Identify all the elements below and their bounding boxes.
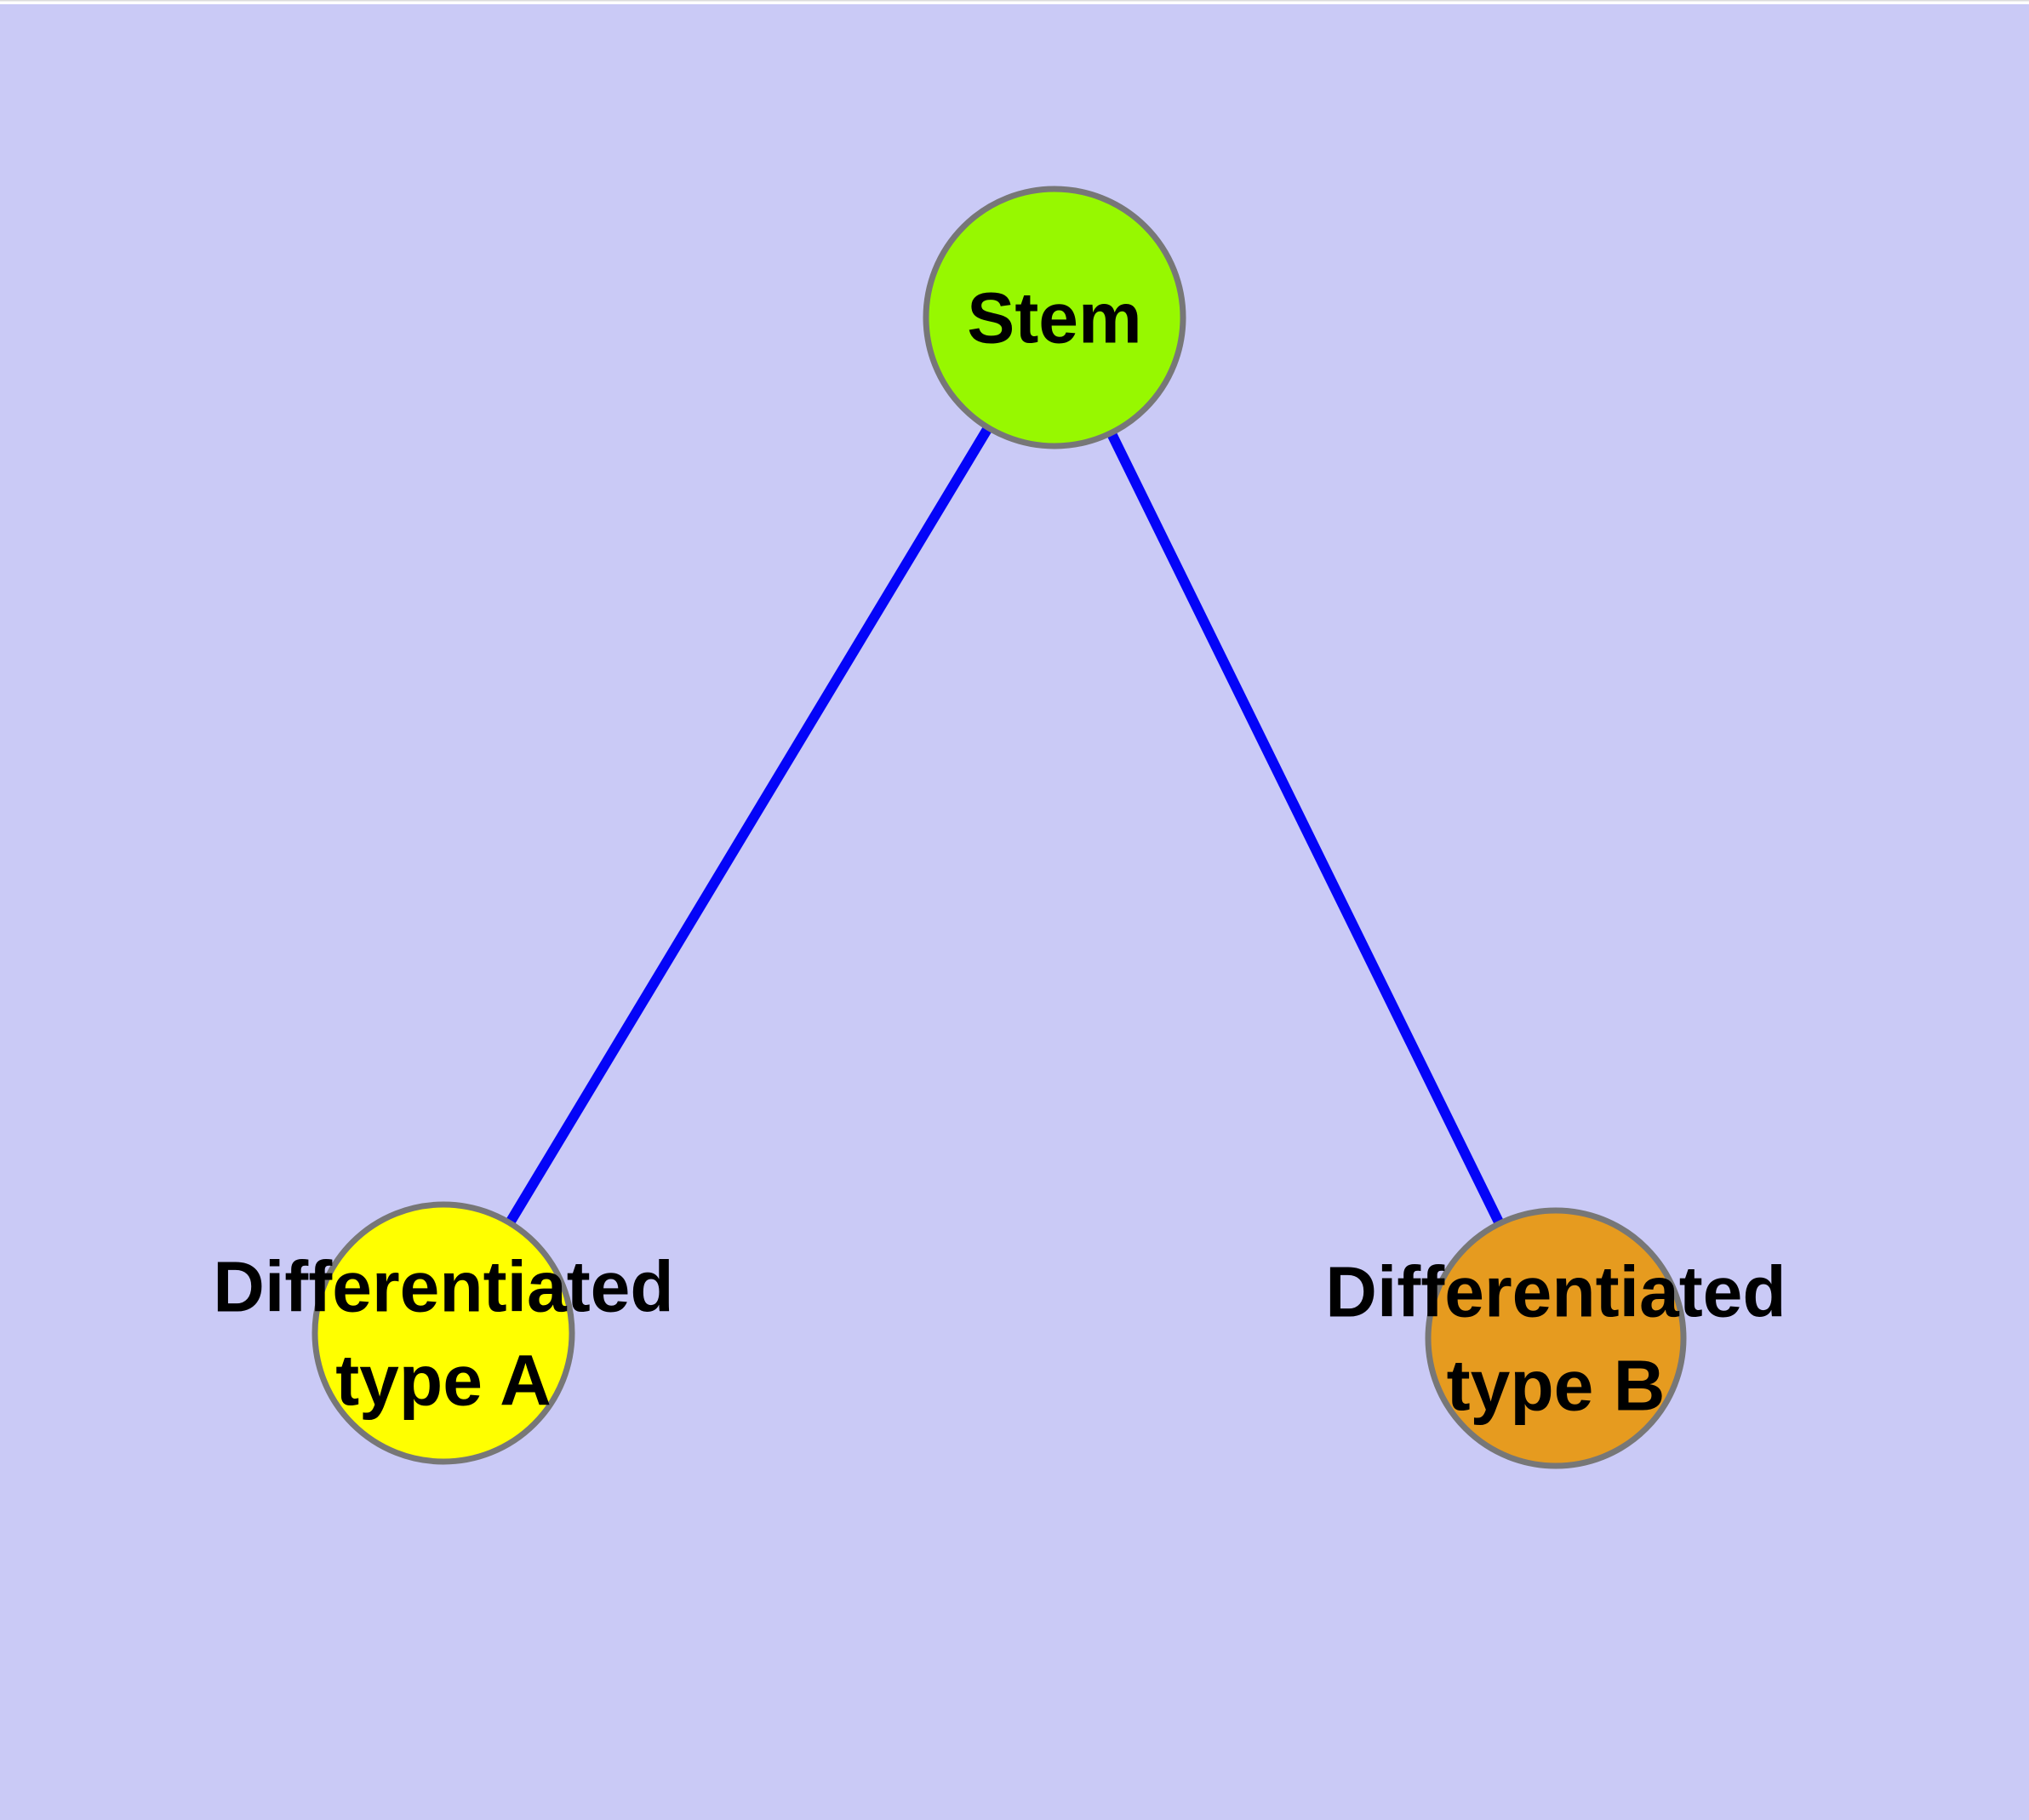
- node-differentiated-type-a: [311, 1201, 575, 1465]
- node-label-line: type A: [335, 1340, 552, 1420]
- node-label-differentiated-type-a: Differentiated type A: [213, 1246, 673, 1420]
- node-label-stem: Stem: [967, 278, 1141, 358]
- edge-stem-to-differentiated-type-a: [438, 314, 1060, 1336]
- node-label-line: Differentiated: [1325, 1251, 1786, 1331]
- node-stem: [923, 186, 1186, 449]
- nodes-layer: [311, 186, 1687, 1469]
- node-label-line: Stem: [967, 278, 1141, 358]
- node-label-line: Differentiated: [213, 1246, 673, 1326]
- edge-stem-to-differentiated-type-b: [1049, 315, 1561, 1341]
- node-label-differentiated-type-b: Differentiated type B: [1325, 1251, 1786, 1425]
- node-differentiated-type-b: [1425, 1207, 1687, 1469]
- figure-top-margin: [0, 0, 2029, 4]
- figure-top-hairline: [0, 0, 2029, 2]
- node-label-line: type B: [1447, 1345, 1666, 1425]
- edges-layer: [438, 314, 1561, 1341]
